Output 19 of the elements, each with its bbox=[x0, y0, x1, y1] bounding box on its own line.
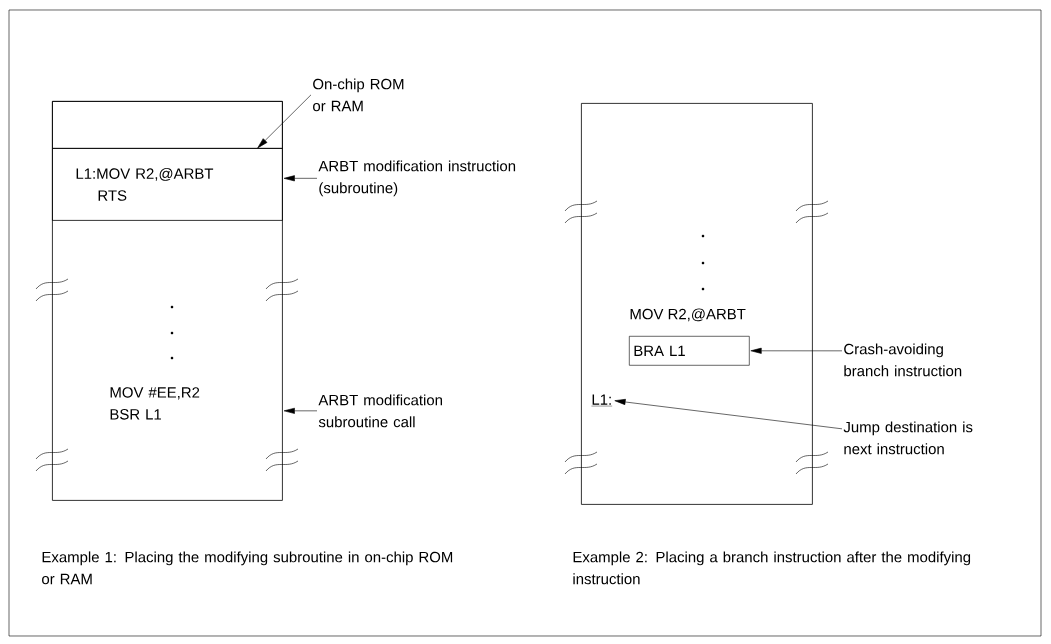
arrow bbox=[283, 407, 318, 414]
memory-map-box bbox=[581, 103, 813, 505]
callout-text: ARBT modification instruction (subroutine) bbox=[318, 160, 516, 197]
instruction-box: BRA L1 bbox=[629, 336, 750, 366]
code-label: L1: bbox=[591, 394, 613, 407]
code-text: MOV R2,@ARBT bbox=[630, 308, 746, 322]
code-text: MOV #EE,R2 BSR L1 bbox=[110, 387, 200, 420]
caption-text: Example 2: Placing a branch instruction after the modifying instruction bbox=[573, 551, 971, 585]
callout-text: On-chip ROM or RAM bbox=[313, 78, 404, 112]
memory-section bbox=[52, 101, 283, 149]
arrow bbox=[614, 399, 843, 430]
callout-text: Crash-avoiding branch instruction bbox=[844, 343, 962, 377]
caption-text: Example 1: Placing the modifying subroutine in on-chip ROM or RAM bbox=[42, 551, 453, 585]
callout-text: ARBT modification subroutine call bbox=[318, 394, 442, 428]
memory-section: L1:MOV R2,@ARBT RTS bbox=[52, 148, 283, 221]
arrow bbox=[283, 175, 318, 182]
arrow bbox=[750, 347, 843, 354]
callout-text: Jump destination is next instruction bbox=[843, 421, 973, 455]
arrow bbox=[257, 94, 312, 149]
